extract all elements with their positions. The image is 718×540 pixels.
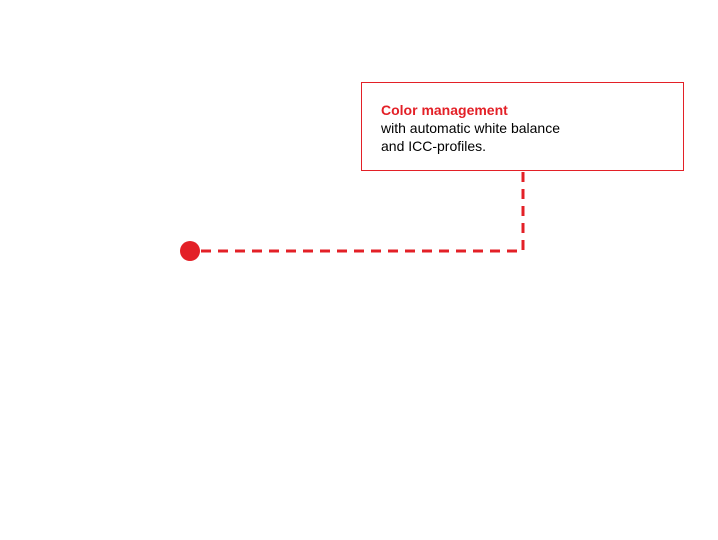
callout-line-2: and ICC-profiles.	[381, 138, 487, 154]
callout-line-1: with automatic white balance	[381, 120, 560, 136]
callout-box: Color management with automatic white ba…	[361, 82, 684, 171]
anchor-dot	[180, 241, 200, 261]
leader-line	[200, 172, 525, 253]
callout-title: Color management	[381, 102, 508, 118]
